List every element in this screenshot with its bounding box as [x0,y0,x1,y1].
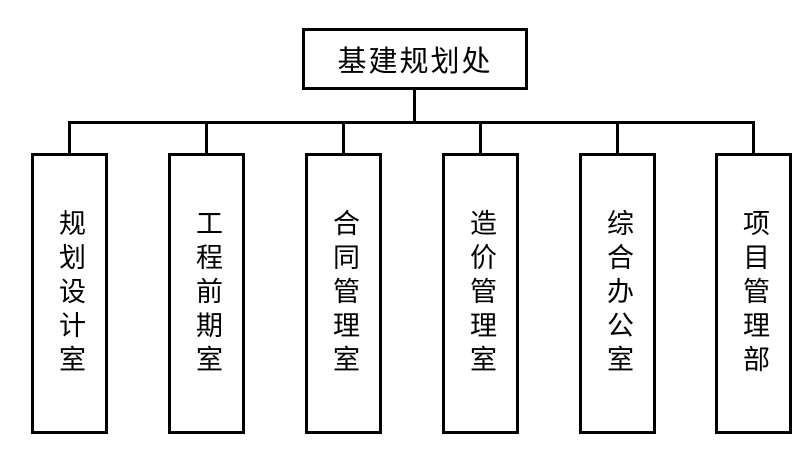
org-box-dept-6: 项目管理部 [715,153,792,434]
org-dept-label-1: 规划设计室 [55,208,85,379]
org-box-dept-2: 工程前期室 [168,153,245,434]
org-dept-label-2: 工程前期室 [192,208,222,379]
org-dept-label-5: 综合办公室 [603,208,633,379]
org-box-root: 基建规划处 [302,28,528,90]
org-box-dept-4: 造价管理室 [442,153,519,434]
connector-root-stem [413,90,416,122]
org-box-dept-3: 合同管理室 [305,153,382,434]
org-box-dept-5: 综合办公室 [579,153,656,434]
connector-drop-1 [68,121,71,153]
connector-drop-4 [479,121,482,153]
org-dept-label-4: 造价管理室 [466,208,496,379]
connector-drop-6 [752,121,755,153]
connector-drop-2 [205,121,208,153]
org-root-label: 基建规划处 [337,46,493,78]
connector-horizontal-rail [68,121,755,124]
org-dept-label-3: 合同管理室 [329,208,359,379]
connector-drop-3 [342,121,345,153]
connector-drop-5 [616,121,619,153]
org-box-dept-1: 规划设计室 [31,153,108,434]
org-dept-label-6: 项目管理部 [739,208,769,379]
